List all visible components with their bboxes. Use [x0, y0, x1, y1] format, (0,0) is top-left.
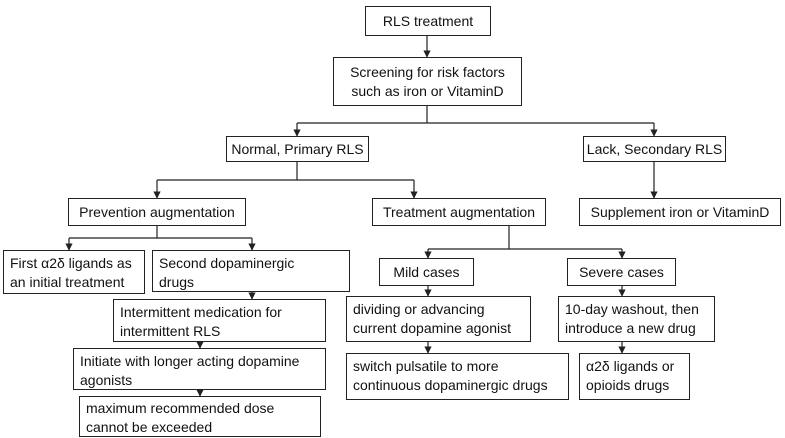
node-normal-primary: Normal, Primary RLS	[226, 136, 369, 162]
node-lack-secondary: Lack, Secondary RLS	[583, 136, 726, 162]
node-supplement: Supplement iron or VitaminD	[579, 198, 781, 226]
node-rls-treatment: RLS treatment	[365, 6, 491, 36]
node-first-ligands: First α2δ ligands as an initial treatmen…	[3, 250, 145, 294]
node-severe-cases: Severe cases	[567, 258, 676, 286]
node-initiate: Initiate with longer acting dopamine ago…	[73, 348, 326, 390]
node-intermittent: Intermittent medication for intermittent…	[113, 299, 326, 342]
node-maximum-dose: maximum recommended dose cannot be excee…	[79, 396, 321, 437]
node-second-dopaminergic: Second dopaminergic drugs	[152, 250, 350, 292]
node-washout: 10-day washout, then introduce a new dru…	[558, 296, 715, 342]
node-prevention: Prevention augmentation	[68, 198, 246, 226]
node-treatment: Treatment augmentation	[372, 198, 546, 226]
node-screening: Screening for risk factors such as iron …	[333, 57, 522, 106]
node-ligands-opioids: α2δ ligands or opioids drugs	[579, 353, 690, 400]
node-mild-cases: Mild cases	[379, 258, 474, 286]
node-dividing: dividing or advancing current dopamine a…	[346, 296, 531, 342]
node-switch-pulsatile: switch pulsatile to more continuous dopa…	[346, 353, 569, 400]
